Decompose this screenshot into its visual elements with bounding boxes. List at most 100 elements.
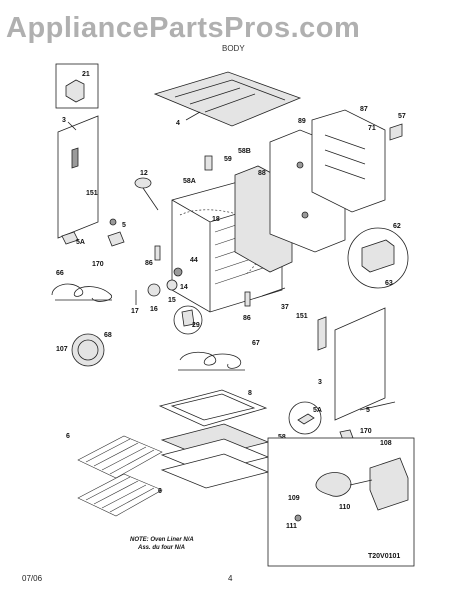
parts-58-42-25-layers: 58 42 25 <box>160 423 286 489</box>
broil-element-coil <box>51 283 113 302</box>
label-58B[interactable]: 58B <box>238 148 251 155</box>
part-62-terminal-block: 62 63 <box>347 223 409 289</box>
label-3a[interactable]: 3 <box>62 117 66 124</box>
note-oven-liner-en: NOTE: Oven Liner N/A <box>130 537 194 543</box>
part-5-screw-top: 5 <box>109 218 126 229</box>
detail-5A-part <box>297 413 315 425</box>
top-panel-shape <box>153 71 302 127</box>
label-44[interactable]: 44 <box>190 257 198 264</box>
plate-57-shape <box>389 123 403 141</box>
bracket-86b-shape <box>244 291 251 307</box>
terminal-block-shape <box>361 239 395 273</box>
footer-page: 4 <box>228 574 233 583</box>
part-37-wire: 37 <box>261 287 289 311</box>
leader-4 <box>185 111 201 121</box>
label-17[interactable]: 17 <box>131 308 139 315</box>
label-86b[interactable]: 86 <box>243 315 251 322</box>
label-29[interactable]: 29 <box>192 322 200 329</box>
part-67-bake-element: 67 <box>178 340 260 371</box>
label-14[interactable]: 14 <box>180 284 188 291</box>
label-15[interactable]: 15 <box>168 297 176 304</box>
top-panel-ribs <box>174 79 286 113</box>
label-57[interactable]: 57 <box>398 113 406 120</box>
label-170b[interactable]: 170 <box>360 428 372 435</box>
label-12[interactable]: 12 <box>140 170 148 177</box>
rack-lower-outline <box>77 473 163 517</box>
fan-cover-shape <box>71 333 105 367</box>
label-88[interactable]: 88 <box>258 170 266 177</box>
part-86-brackets: 86 86 <box>145 245 251 322</box>
leader-3a <box>67 121 77 131</box>
label-66[interactable]: 66 <box>56 270 64 277</box>
part-71-rear-cover: 87 71 <box>311 106 386 213</box>
label-87[interactable]: 87 <box>360 106 368 113</box>
fan-shaft <box>349 479 373 486</box>
label-63[interactable]: 63 <box>385 280 393 287</box>
label-109[interactable]: 109 <box>288 495 300 502</box>
part-109-fan <box>315 472 352 497</box>
label-170a[interactable]: 170 <box>92 261 104 268</box>
bake-element-coil <box>179 351 242 369</box>
label-58A[interactable]: 58A <box>183 178 196 185</box>
note-oven-liner-fr: Ass. du four N/A <box>137 545 185 551</box>
label-8[interactable]: 8 <box>248 390 252 397</box>
section-title: BODY <box>222 44 245 53</box>
label-59[interactable]: 59 <box>224 156 232 163</box>
label-4[interactable]: 4 <box>176 120 180 127</box>
part-59-sensor: 59 <box>204 155 232 171</box>
label-86a[interactable]: 86 <box>145 260 153 267</box>
label-151b[interactable]: 151 <box>296 313 308 320</box>
rack-lower-wires <box>85 476 155 513</box>
cavity-wiring <box>179 209 264 276</box>
label-111[interactable]: 111 <box>286 523 297 530</box>
label-3b[interactable]: 3 <box>318 379 322 386</box>
watermark-mid: Parts <box>149 12 225 44</box>
part-4-top-panel: 4 <box>153 71 302 127</box>
label-5A-b[interactable]: 5A <box>313 407 322 414</box>
knob-12-wire <box>142 187 159 211</box>
part-21-bracket <box>65 79 85 103</box>
label-71[interactable]: 71 <box>368 125 376 132</box>
label-62[interactable]: 62 <box>393 223 401 230</box>
part-21-group: 21 <box>55 63 99 109</box>
label-6a[interactable]: 6 <box>66 433 70 440</box>
side-panel-left-cutout <box>71 147 79 169</box>
label-5b[interactable]: 5 <box>366 407 370 414</box>
watermark: AppliancePartsPros.com <box>6 12 361 44</box>
label-107[interactable]: 107 <box>56 346 68 353</box>
label-37[interactable]: 37 <box>281 304 289 311</box>
label-89[interactable]: 89 <box>298 118 306 125</box>
side-panel-right-strip <box>317 316 327 351</box>
part-5A-bracket-top: 5A <box>61 231 125 247</box>
knob-12-shape <box>134 177 152 189</box>
label-58[interactable]: 58 <box>278 434 286 441</box>
convection-detail-box: 108 109 110 111 T20V0101 <box>267 437 415 567</box>
label-108[interactable]: 108 <box>380 440 392 447</box>
part-57-plate: 57 <box>389 113 406 141</box>
oven-bottom-inner <box>170 393 256 421</box>
label-16[interactable]: 16 <box>150 306 158 313</box>
part-3-side-panel-right: 151 3 <box>296 307 386 421</box>
label-151a[interactable]: 151 <box>86 190 98 197</box>
part-107-fan-cover: 68 107 <box>56 332 112 367</box>
part-16-lamp <box>147 283 161 297</box>
parts-17-16-15-14: 17 16 15 14 <box>131 267 188 315</box>
label-5a[interactable]: 5 <box>122 222 126 229</box>
bracket-86a-shape <box>154 245 161 261</box>
label-110[interactable]: 110 <box>339 504 350 511</box>
label-68[interactable]: 68 <box>104 332 112 339</box>
label-18[interactable]: 18 <box>212 216 220 223</box>
part-8-oven-bottom: 8 <box>158 389 268 427</box>
bracket-5A-right <box>107 231 125 247</box>
label-6b[interactable]: 6 <box>158 488 162 495</box>
label-21[interactable]: 21 <box>82 71 90 78</box>
rack-upper-wires <box>85 438 155 475</box>
label-5A-a[interactable]: 5A <box>76 239 85 246</box>
part-3-side-panel-left: 3 151 <box>57 115 99 239</box>
side-panel-left-shape <box>57 115 99 239</box>
part-29-detail: 29 <box>173 305 203 335</box>
screw-5-line <box>359 401 396 411</box>
part-14-knob <box>173 267 183 277</box>
label-67[interactable]: 67 <box>252 340 260 347</box>
part-12-knob: 12 <box>134 170 159 211</box>
